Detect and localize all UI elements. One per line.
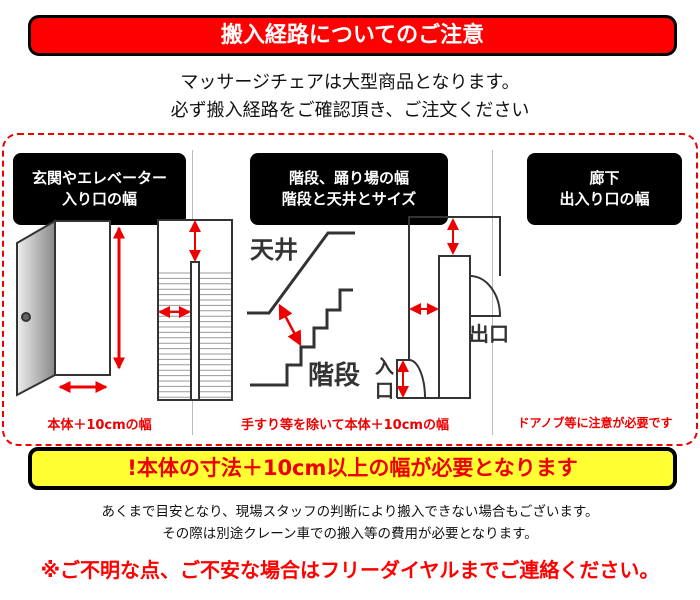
section-heading-entrance: 玄関やエレベーター 入り口の幅 — [13, 153, 186, 225]
headroom-arrow — [278, 303, 302, 347]
section-heading-corridor: 廊下 出入り口の幅 — [527, 153, 682, 225]
section-heading-stairs: 階段、踊り場の幅 階段と天井とサイズ — [250, 153, 448, 225]
door-diagram — [16, 219, 111, 397]
heading-line: 廊下 — [589, 169, 620, 187]
door-knob-icon — [21, 312, 31, 322]
handrail — [190, 261, 200, 401]
caption-corridor: ドアノブ等に注意が必要です — [517, 416, 673, 430]
caption-stairs: 手すり等を除いて本体＋10cmの幅 — [241, 418, 449, 433]
stair-section — [247, 231, 355, 387]
heading-line: 入り口の幅 — [61, 190, 137, 208]
door-frame — [54, 220, 111, 376]
heading-line: 玄関やエレベーター — [31, 169, 167, 187]
contact-notice: ※ご不明な点、ご不安な場合はフリーダイヤルまでご連絡ください。 — [40, 558, 660, 582]
entrance-door-icon — [396, 359, 426, 399]
page-title: 搬入経路についてのご注意 — [28, 15, 677, 56]
stairs-line — [250, 288, 353, 387]
note-line-1: あくまで目安となり、現場スタッフの判断により搬入できない場合もございます。 — [101, 504, 599, 520]
heading-line: 階段、踊り場の幅 — [288, 169, 409, 187]
divider — [492, 150, 493, 435]
door-panel — [16, 219, 56, 397]
heading-line: 階段と天井とサイズ — [281, 190, 417, 208]
exit-door-icon — [469, 275, 502, 317]
intro-line-1: マッサージチェアは大型商品となります。 — [180, 72, 520, 93]
intro-line-2: 必ず搬入経路をご確認頂き、ご注文ください — [170, 100, 530, 121]
diagram-panel — [2, 133, 698, 446]
entrance-label-2: 口 — [375, 380, 395, 402]
entrance-label-1: 入 — [375, 356, 395, 378]
corridor-diagram — [396, 216, 502, 399]
exit-label: 出口 — [469, 322, 509, 346]
ceiling-line — [247, 231, 355, 315]
heading-line: 出入り口の幅 — [559, 190, 650, 208]
caption-entrance: 本体＋10cmの幅 — [47, 418, 152, 433]
requirement-banner: !本体の寸法＋10cm以上の幅が必要となります — [28, 447, 677, 490]
note-line-2: その際は別途クレーン車での搬入等の費用が必要となります。 — [162, 526, 538, 542]
ceiling-label: 天井 — [250, 236, 298, 264]
stairs-label: 階段 — [308, 361, 361, 391]
